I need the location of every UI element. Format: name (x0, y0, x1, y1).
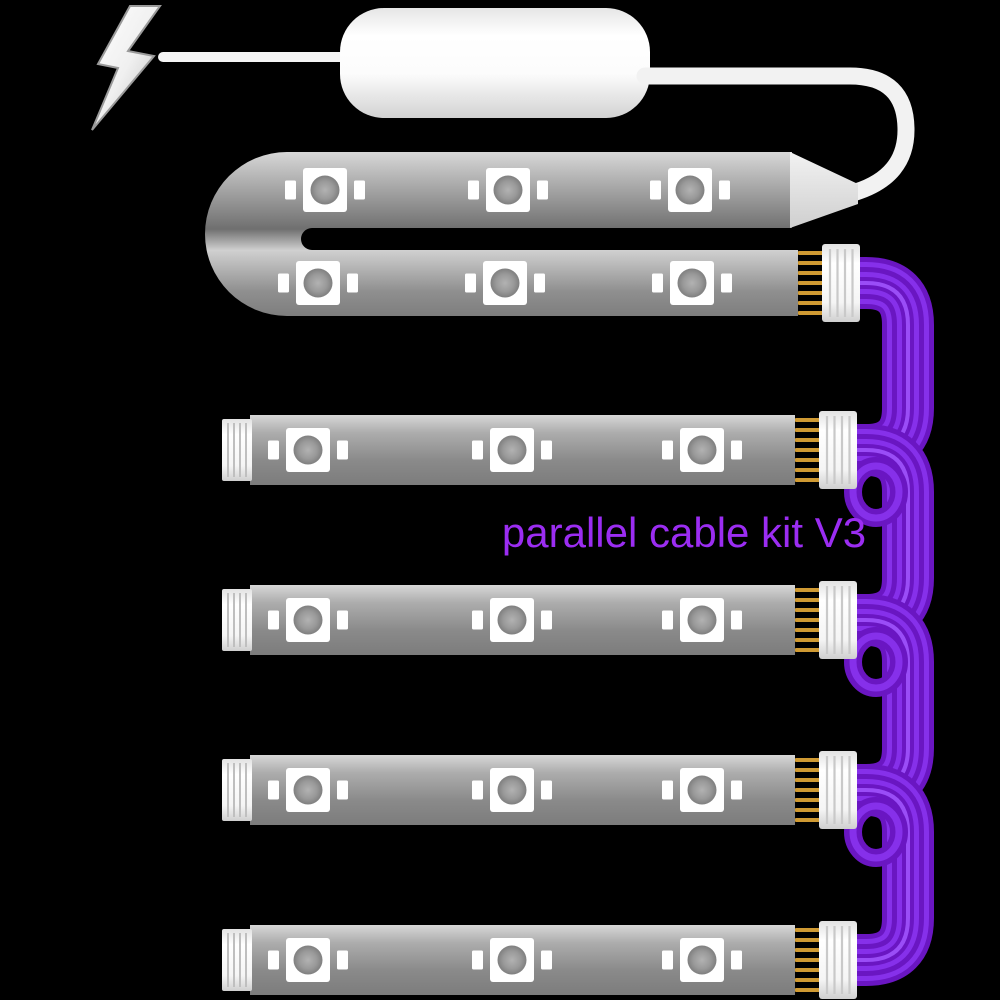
controller-box (340, 8, 650, 118)
led-strip-2 (222, 411, 857, 489)
lightning-bolt-icon (91, 5, 162, 131)
cable-funnel (790, 152, 858, 228)
led-strip-3 (222, 581, 857, 659)
controller-cable (636, 67, 915, 201)
kit-label: parallel cable kit V3 (502, 509, 866, 556)
ribbon-slack-loops (844, 457, 908, 867)
led-strip-4 (222, 751, 857, 829)
led-strip-1-folded (205, 152, 860, 322)
led-strip-5 (222, 921, 857, 999)
